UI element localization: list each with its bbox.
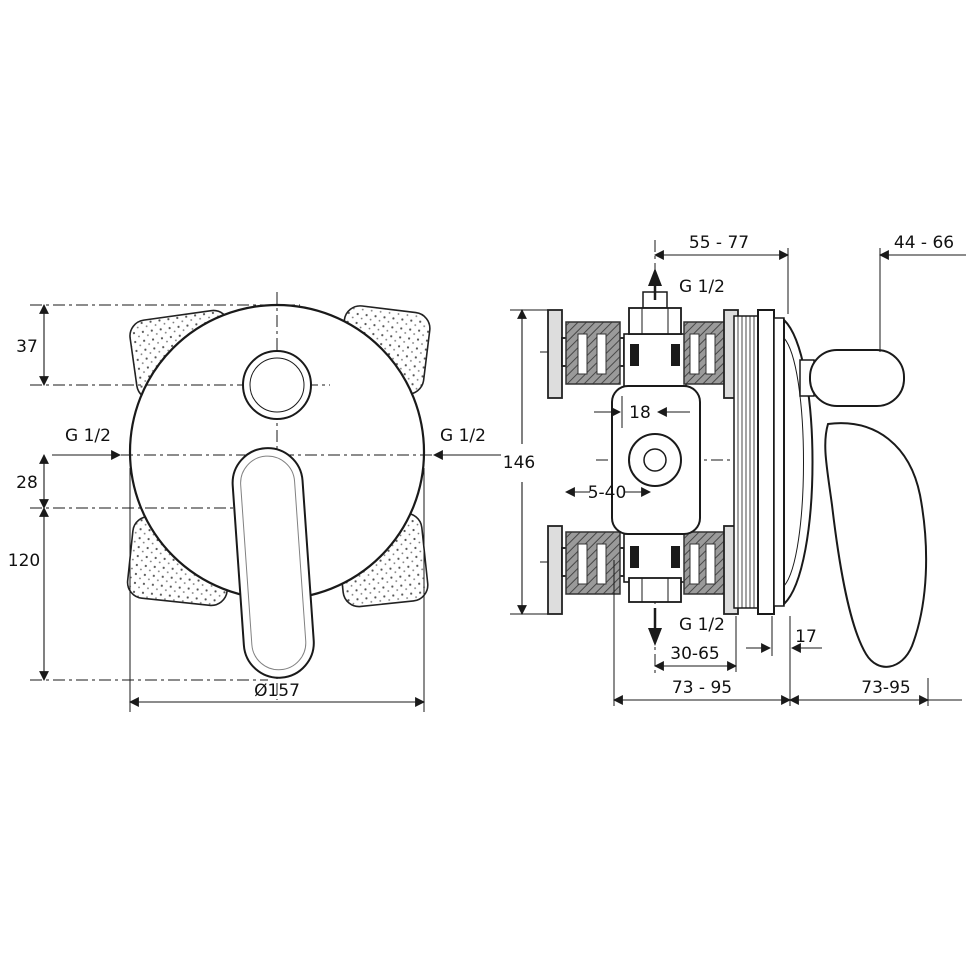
dimension-28: 28 (16, 454, 49, 509)
rosette-ring (773, 317, 785, 607)
lever-handle-body (231, 447, 315, 679)
slot (689, 333, 700, 375)
lever-handle-side (799, 349, 928, 668)
connection-g12-right: G 1/2 (433, 426, 496, 460)
dim-label-5-40: 5-40 (588, 483, 627, 503)
slot (689, 543, 700, 585)
lever-handle-contour (240, 455, 307, 671)
connection-g12-bottom: G 1/2 (648, 608, 725, 646)
dim-label-37: 37 (16, 337, 38, 357)
dim-label-18: 18 (629, 403, 651, 423)
wall-plate-top (547, 309, 563, 399)
dim-label-120: 120 (8, 551, 40, 571)
wall-plate-bottom (547, 525, 563, 615)
dimension-120: 120 (8, 507, 49, 681)
slot (705, 333, 716, 375)
bottom-union-nut (628, 577, 682, 603)
dimension-37: 37 (16, 304, 49, 386)
dimension-55-77: 55 - 77 (654, 233, 789, 314)
dim-label-55-77: 55 - 77 (689, 233, 749, 253)
clamp-block-top-left (565, 321, 621, 385)
front-view: 37 28 120 G 1/2 G 1/2 Ø157 (8, 292, 502, 712)
seal (630, 344, 639, 366)
dimension-17: 17 (746, 616, 822, 706)
slot (596, 333, 607, 375)
rosette-plate (757, 309, 775, 615)
dome-contour (783, 337, 804, 587)
connection-g12-left: G 1/2 (64, 426, 121, 460)
handle-lever-blade (824, 422, 928, 668)
connection-g12-top: G 1/2 (648, 268, 725, 300)
seal (671, 546, 680, 568)
dimension-18: 18 (594, 396, 690, 428)
dimension-73-95-right: 73-95 (789, 678, 962, 706)
threaded-sleeve (733, 315, 759, 609)
diverter-knob (242, 350, 312, 420)
slot (577, 543, 588, 585)
g12-right-label: G 1/2 (440, 426, 486, 446)
up-arrow-icon (648, 268, 662, 286)
dimension-73-95-left: 73 - 95 (613, 560, 791, 706)
seal (671, 344, 680, 366)
dimension-44-66: 44 - 66 (879, 233, 966, 352)
seal (630, 546, 639, 568)
diverter-knob-outer (242, 350, 312, 420)
dim-label-30-65: 30-65 (670, 644, 719, 664)
dim-label-28: 28 (16, 473, 38, 493)
dim-label-diameter: Ø157 (254, 681, 300, 701)
dim-label-73-95-left: 73 - 95 (672, 678, 732, 698)
lever-handle-front (231, 447, 315, 679)
dimension-5-40: 5-40 (565, 483, 651, 503)
clamp-block-bottom-left (565, 531, 621, 595)
slot (577, 333, 588, 375)
dimension-30-65: 30-65 (654, 616, 737, 672)
diverter-knob-inner (249, 357, 305, 413)
g12-left-label: G 1/2 (65, 426, 111, 446)
dimension-146: 146 (503, 309, 548, 615)
dim-label-44-66: 44 - 66 (894, 233, 954, 253)
dimension-diameter-157: Ø157 (129, 468, 425, 712)
g12-bottom-label: G 1/2 (679, 615, 725, 635)
side-view: G 1/2 G 1/2 55 - 77 44 - 66 146 (503, 233, 966, 706)
dim-label-73-95-right: 73-95 (861, 678, 910, 698)
handle-grip (809, 349, 905, 407)
slot (705, 543, 716, 585)
down-arrow-icon (648, 628, 662, 646)
dim-label-17: 17 (795, 627, 817, 647)
dim-label-146: 146 (503, 453, 535, 473)
slot (596, 543, 607, 585)
top-union-nut (628, 307, 682, 335)
g12-top-label: G 1/2 (679, 277, 725, 297)
valve-body (611, 385, 701, 535)
